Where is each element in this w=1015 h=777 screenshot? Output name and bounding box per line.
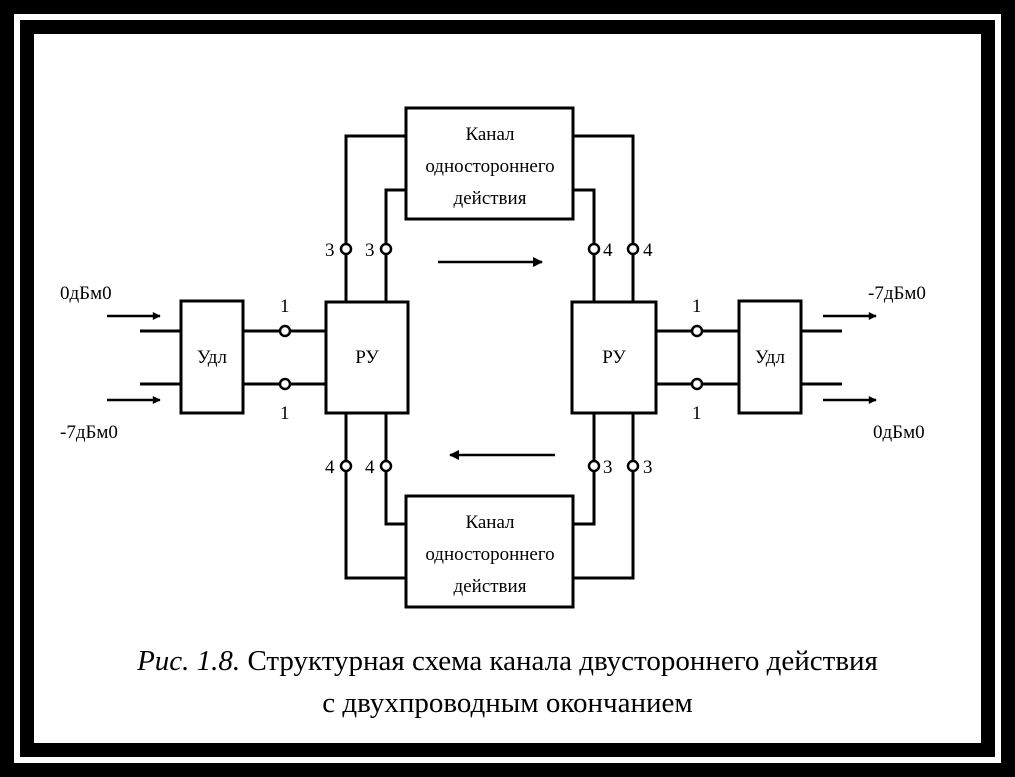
figure-number: Рис. 1.8. — [137, 645, 241, 677]
wire-bottom-right-inner — [573, 471, 596, 526]
terminals — [278, 242, 704, 473]
left-amplifier-label: Удл — [197, 347, 227, 368]
terminal-right-top-inner — [587, 242, 601, 256]
top-channel-line-1: Канал — [465, 124, 515, 145]
figure-caption-line-1: Рис. 1.8. Структурная схема канала двуст… — [0, 647, 1015, 676]
right-ru-label: РУ — [602, 347, 626, 368]
figure-caption-line-2: с двухпроводным окончанием — [322, 687, 693, 719]
top-channel-line-2: одностороннего — [425, 156, 554, 177]
signal-left-in-top: 0дБм0 — [60, 283, 112, 304]
bottom-channel-line-2: одностороннего — [425, 544, 554, 565]
wire-bottom-left-outer — [344, 471, 406, 580]
terminal-left-bottom-inner — [379, 459, 393, 473]
terminal-right-top-outer — [626, 242, 640, 256]
left-ru-label: РУ — [355, 347, 379, 368]
wire-bottom-left-inner — [384, 471, 406, 526]
connection-lines — [140, 134, 842, 580]
port-left-line-top: 1 — [280, 296, 290, 317]
wire-top-right-inner — [573, 188, 596, 245]
terminal-right-line-bottom — [690, 377, 704, 391]
right-amplifier-label: Удл — [755, 347, 785, 368]
top-channel-line-3: действия — [454, 188, 527, 209]
wire-top-left-inner — [384, 188, 406, 245]
right-amplifier-box — [737, 299, 803, 415]
port-left-bottom-outer: 4 — [325, 457, 335, 478]
port-left-line-bottom: 1 — [280, 403, 290, 424]
port-right-line-top: 1 — [692, 296, 702, 317]
terminal-left-bottom-outer — [339, 459, 353, 473]
right-ru-box — [570, 300, 658, 415]
signal-arrows — [107, 257, 877, 460]
port-right-top-inner: 4 — [603, 240, 613, 261]
port-right-bottom-outer: 3 — [643, 457, 653, 478]
figure-title: Структурная схема канала двустороннего д… — [247, 645, 878, 677]
left-ru-box — [324, 300, 410, 415]
wire-bottom-right-outer — [573, 471, 635, 580]
signal-right-out-bottom: 0дБм0 — [873, 422, 925, 443]
terminal-left-line-top — [278, 324, 292, 338]
terminal-right-bottom-outer — [626, 459, 640, 473]
signal-left-in-bottom: -7дБм0 — [60, 422, 118, 443]
port-left-bottom-inner: 4 — [365, 457, 375, 478]
wire-top-right-outer — [573, 134, 635, 245]
terminal-right-line-top — [690, 324, 704, 338]
terminal-right-bottom-inner — [587, 459, 601, 473]
port-right-top-outer: 4 — [643, 240, 653, 261]
terminal-left-top-inner — [379, 242, 393, 256]
terminal-left-top-outer — [339, 242, 353, 256]
bottom-channel-line-3: действия — [454, 576, 527, 597]
port-left-top-inner: 3 — [365, 240, 375, 261]
wire-top-left-outer — [344, 134, 406, 245]
port-right-bottom-inner: 3 — [603, 457, 613, 478]
bottom-channel-box — [404, 494, 575, 609]
terminal-left-line-bottom — [278, 377, 292, 391]
left-amplifier-box — [179, 299, 245, 415]
signal-right-out-top: -7дБм0 — [868, 283, 926, 304]
port-left-top-outer: 3 — [325, 240, 335, 261]
bottom-channel-line-1: Канал — [465, 512, 515, 533]
port-right-line-bottom: 1 — [692, 403, 702, 424]
top-channel-box — [404, 106, 575, 221]
